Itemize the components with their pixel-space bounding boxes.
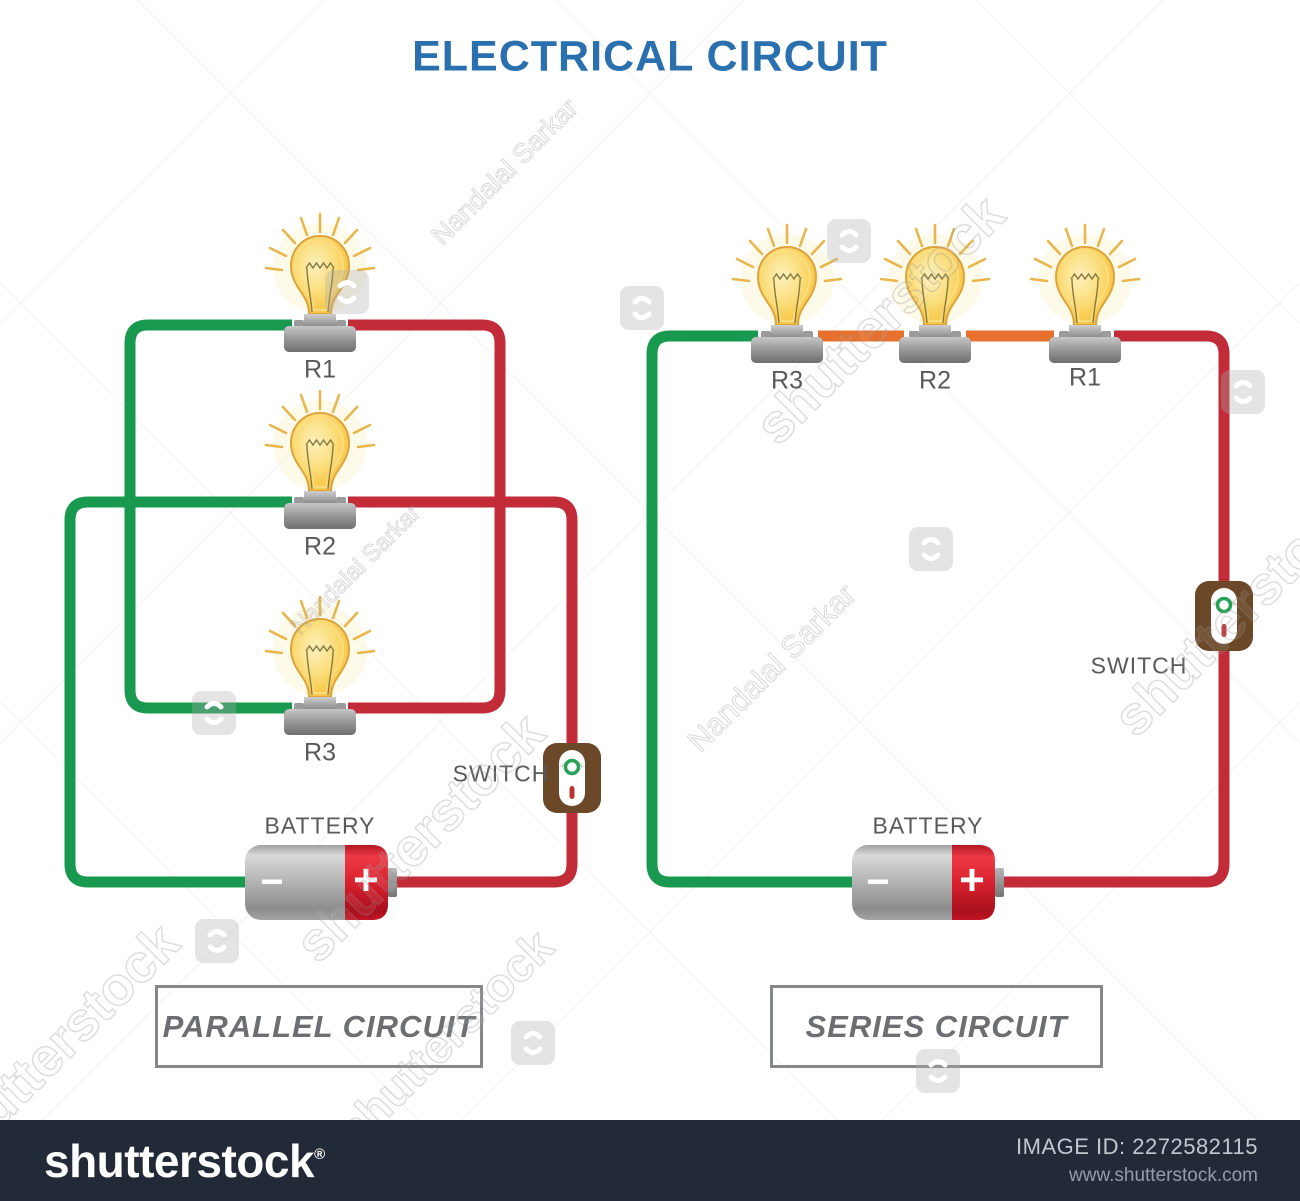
parallel-wire-green-battery xyxy=(64,496,292,888)
shutterstock-logo: shutterstock® xyxy=(44,1138,325,1184)
series-battery-minus-icon: − xyxy=(866,860,889,904)
series-battery-plus-icon: + xyxy=(959,856,985,905)
series-bulb-label-r1: R1 xyxy=(1069,363,1101,392)
image-id: IMAGE ID: 2272582115 xyxy=(1016,1134,1258,1159)
parallel-switch-label: SWITCH xyxy=(452,760,550,787)
circuit-diagram: − + − + xyxy=(64,212,1255,920)
series-caption: SERIES CIRCUIT xyxy=(805,1008,1068,1044)
series-caption-box: SERIES CIRCUIT xyxy=(770,985,1103,1068)
illustration-canvas: ELECTRICAL CIRCUIT xyxy=(0,0,1300,1120)
parallel-battery-label: BATTERY xyxy=(264,812,376,839)
series-bulb-label-r2: R2 xyxy=(919,366,951,395)
registered-mark: ® xyxy=(314,1145,326,1163)
parallel-wire-green-r1-r3 xyxy=(124,319,292,714)
parallel-wire-red-r1-r3 xyxy=(348,319,506,714)
series-switch-icon xyxy=(1193,579,1255,653)
shutterstock-logo-text: shutterstock xyxy=(44,1134,315,1187)
parallel-caption: PARALLEL CIRCUIT xyxy=(162,1008,476,1044)
website-url: www.shutterstock.com xyxy=(1069,1165,1258,1186)
series-switch-label: SWITCH xyxy=(1090,652,1188,679)
footer-meta: IMAGE ID: 2272582115 www.shutterstock.co… xyxy=(1016,1134,1258,1187)
parallel-battery-plus-icon: + xyxy=(353,856,379,905)
parallel-switch-icon xyxy=(541,741,603,815)
parallel-bulb-r2 xyxy=(264,389,376,531)
parallel-bulb-r3 xyxy=(264,595,376,737)
shutterstock-footer-bar: shutterstock® IMAGE ID: 2272582115 www.s… xyxy=(0,1120,1300,1201)
series-bulb-r2 xyxy=(879,223,991,365)
series-wire-green xyxy=(646,330,858,888)
parallel-caption-box: PARALLEL CIRCUIT xyxy=(155,985,483,1068)
series-bulb-r3 xyxy=(731,223,843,365)
parallel-wire-red-switch-battery xyxy=(348,496,578,888)
parallel-battery-minus-icon: − xyxy=(260,860,283,904)
series-bulb-r1 xyxy=(1029,223,1141,365)
parallel-bulb-label-r3: R3 xyxy=(304,738,336,767)
series-wire-red xyxy=(998,330,1230,888)
series-battery-label: BATTERY xyxy=(872,812,984,839)
parallel-bulb-label-r2: R2 xyxy=(304,532,336,561)
parallel-bulb-label-r1: R1 xyxy=(304,355,336,384)
parallel-bulb-r1 xyxy=(264,212,376,354)
series-bulb-label-r3: R3 xyxy=(771,366,803,395)
page-title: ELECTRICAL CIRCUIT xyxy=(412,32,888,81)
